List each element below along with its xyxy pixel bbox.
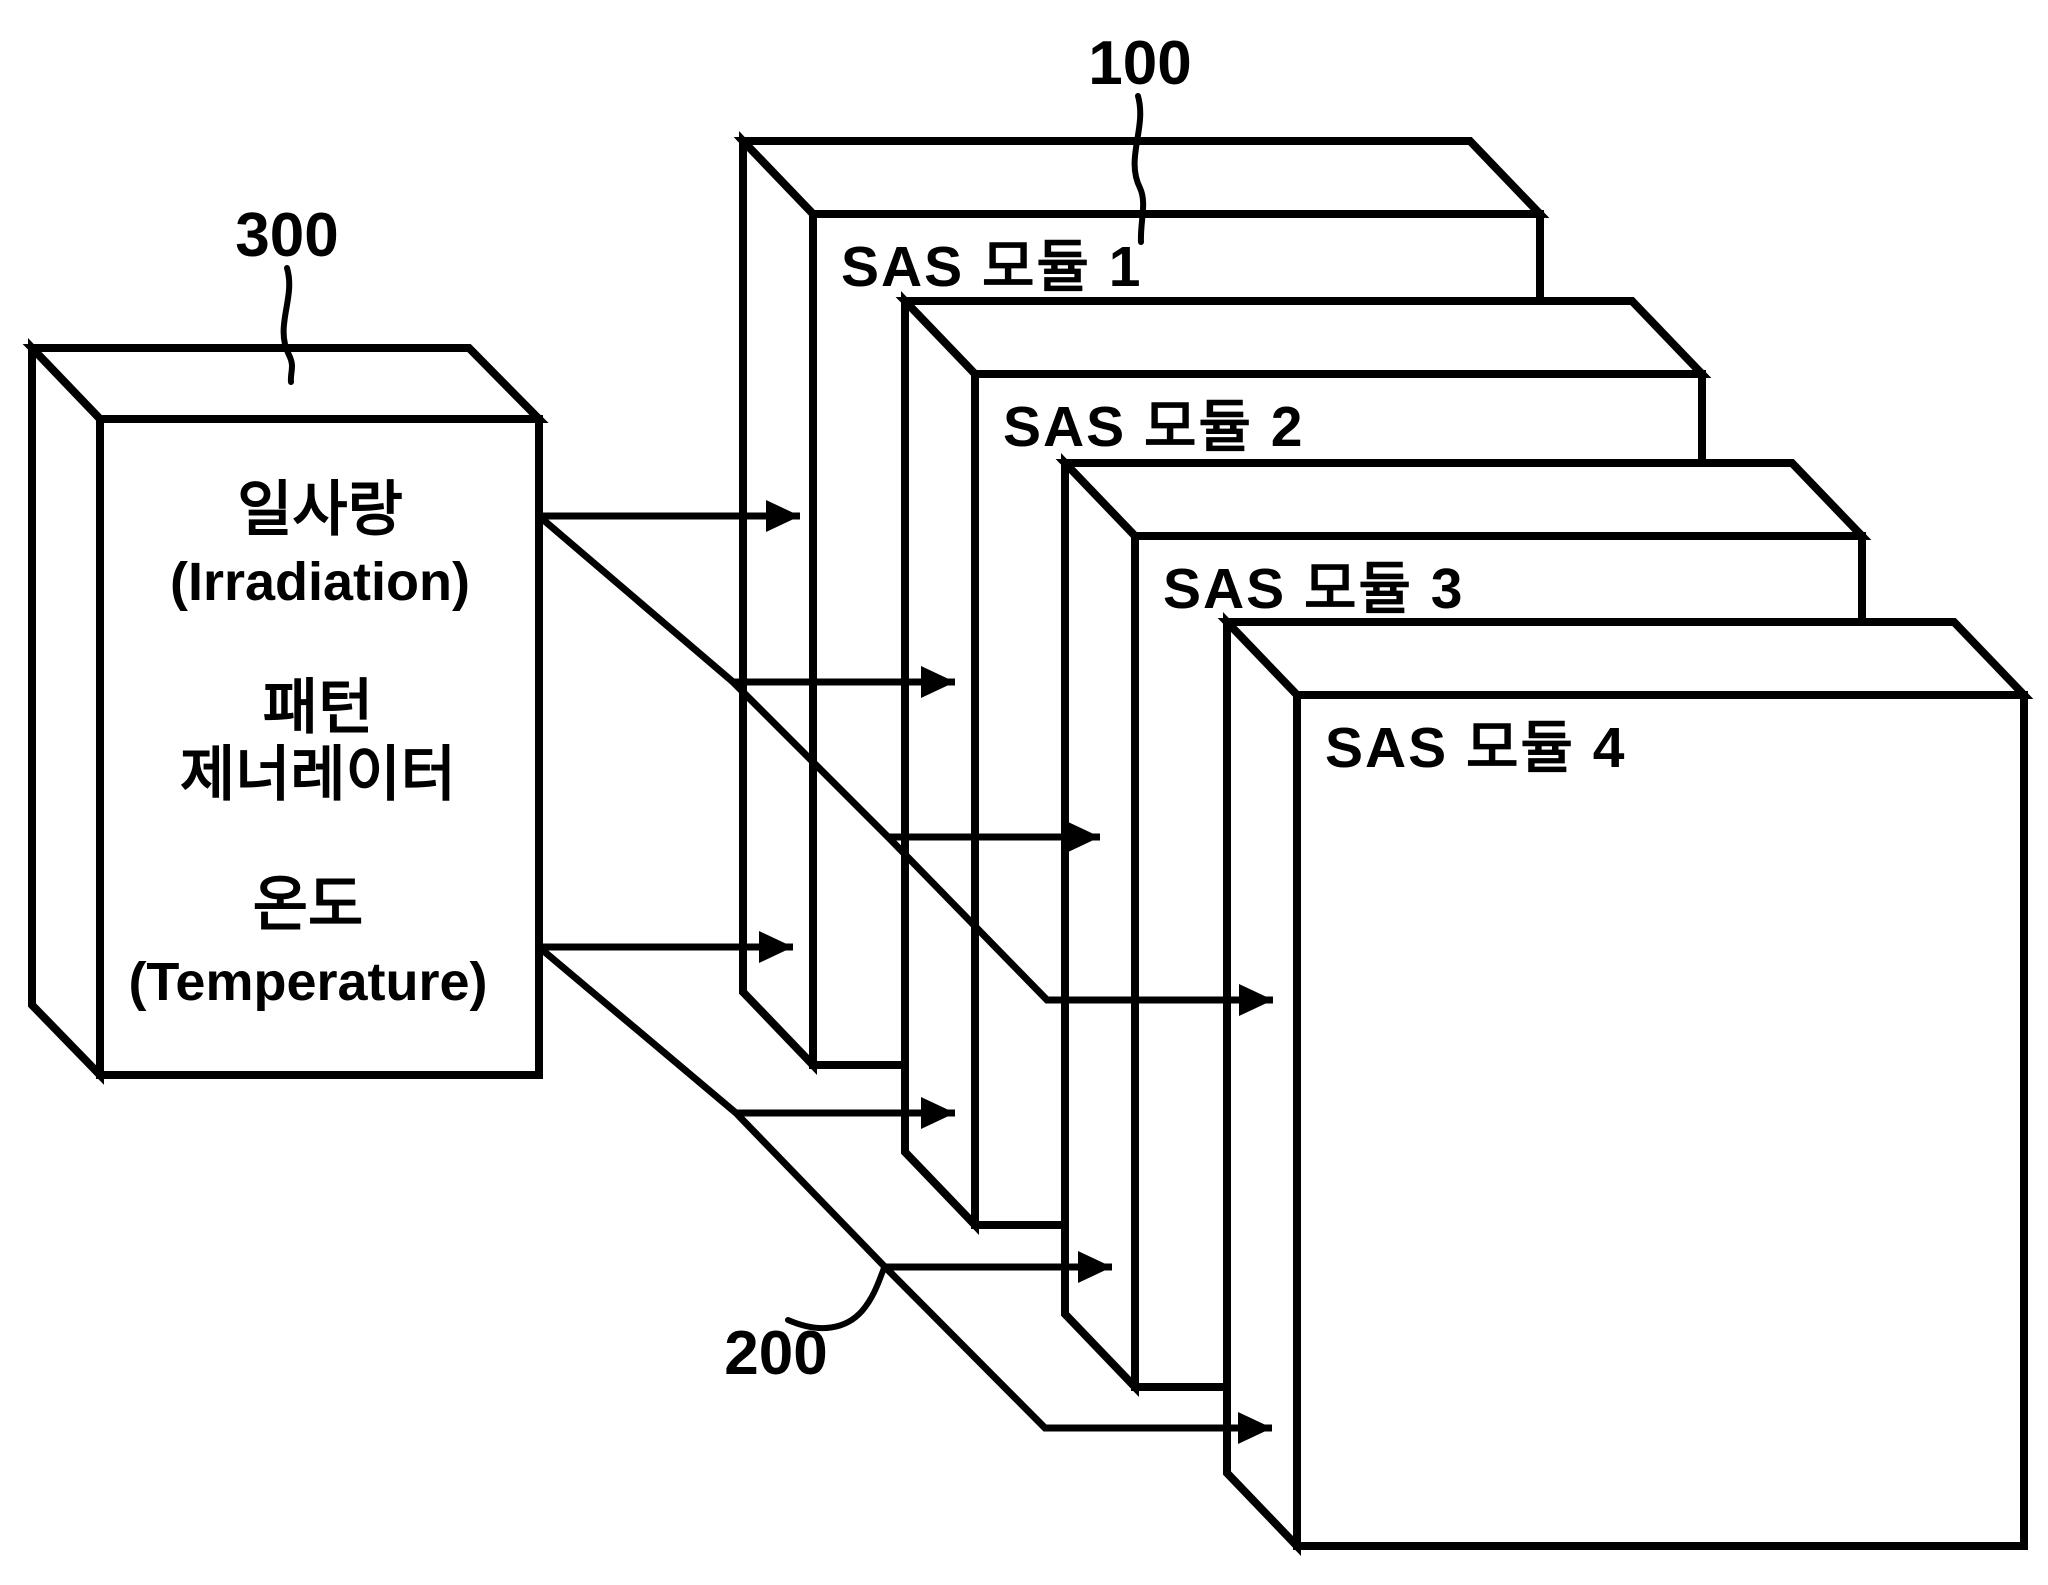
generator-left-face: [28, 338, 104, 1085]
reference-200-leader-line: [785, 1265, 887, 1332]
generator-irradiation-en: (Irradiation): [170, 552, 470, 612]
module-3-label: SAS 모듈 3: [1163, 557, 1464, 621]
module-3-top-face: [1055, 459, 1872, 540]
reference-300-leader-line: [280, 265, 296, 385]
generator-top-face: [22, 344, 549, 423]
module-4-left-face: [1223, 612, 1301, 1556]
module-4-front-face: [1293, 691, 2028, 1550]
reference-100: 100: [1088, 29, 1192, 245]
reference-100-leader-line: [1131, 93, 1147, 245]
sas-module-4-box: SAS 모듈 4: [1217, 612, 2034, 1556]
module-1-label: SAS 모듈 1: [841, 235, 1142, 299]
reference-300: 300: [235, 201, 339, 385]
generator-generator-ko: 제너레이터: [180, 741, 456, 808]
generator-irradiation-ko: 일사랑: [237, 476, 403, 543]
module-3-left-face: [1061, 453, 1139, 1397]
generator-front-face: [96, 415, 543, 1079]
module-1-left-face: [739, 131, 817, 1075]
reference-200-label: 200: [724, 1319, 827, 1388]
module-4-label: SAS 모듈 4: [1325, 716, 1626, 780]
generator-temperature-en: (Temperature): [128, 952, 487, 1012]
module-2-label: SAS 모듈 2: [1003, 395, 1304, 459]
reference-300-label: 300: [235, 201, 338, 270]
module-2-top-face: [895, 297, 1712, 378]
generator-pattern-ko: 패턴: [263, 674, 373, 741]
module-2-left-face: [901, 291, 979, 1235]
reference-100-label: 100: [1088, 29, 1191, 98]
reference-200: 200: [724, 1265, 887, 1388]
pattern-generator-box: 일사랑 (Irradiation) 패턴 제너레이터 온도 (Temperatu…: [22, 338, 549, 1085]
module-4-top-face: [1217, 618, 2034, 699]
generator-temperature-ko: 온도: [253, 871, 363, 938]
